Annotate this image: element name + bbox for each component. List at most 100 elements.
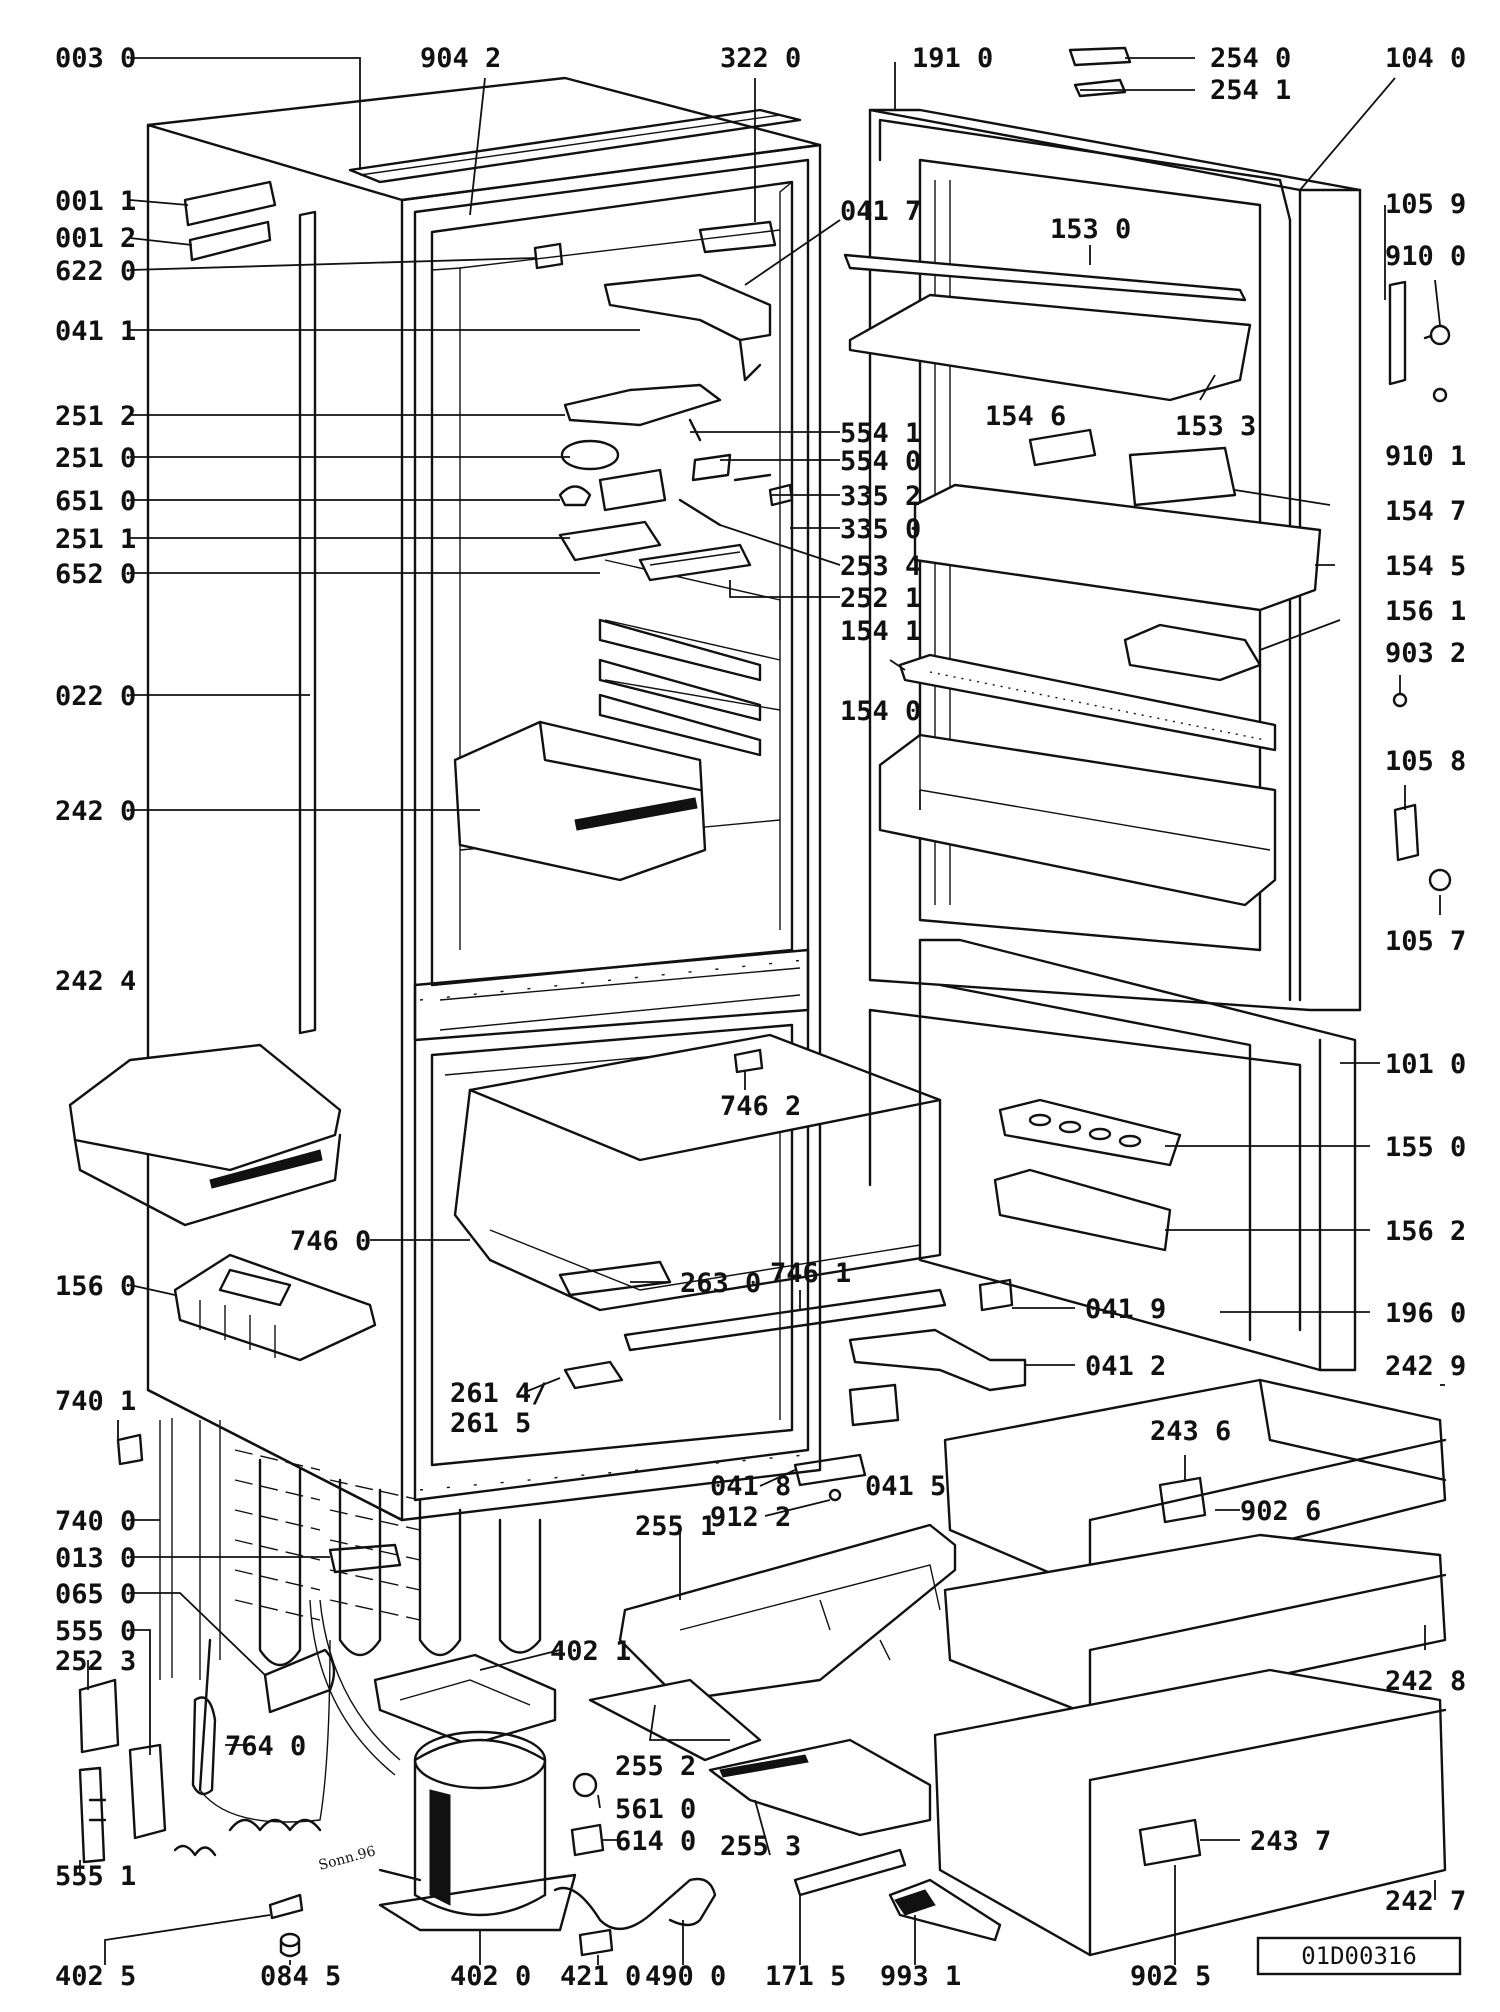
sheet-reference-number: 01D00316: [1301, 1942, 1417, 1970]
callout-252-3: 252 3: [55, 1646, 136, 1677]
callout-903-2: 903 2: [1385, 638, 1466, 669]
callout-490-0: 490 0: [645, 1961, 726, 1992]
callout-254-0: 254 0: [1210, 43, 1291, 74]
callout-740-1: 740 1: [55, 1386, 136, 1417]
callout-003-0: 003 0: [55, 43, 136, 74]
callout-243-6: 243 6: [1150, 1416, 1231, 1447]
loose-accessories: [68, 180, 377, 1680]
callout-156-1: 156 1: [1385, 596, 1466, 627]
callout-242-8: 242 8: [1385, 1666, 1466, 1697]
callout-041-9: 041 9: [1085, 1294, 1166, 1325]
callout-154-6: 154 6: [985, 401, 1066, 432]
callout-022-0: 022 0: [55, 681, 136, 712]
callout-402-5: 402 5: [55, 1961, 136, 1992]
callout-912-2: 912 2: [710, 1502, 791, 1533]
callout-001-1: 001 1: [55, 186, 136, 217]
callout-153-0: 153 0: [1050, 214, 1131, 245]
callout-746-2: 746 2: [720, 1091, 801, 1122]
callout-746-1: 746 1: [770, 1258, 851, 1289]
callout-171-5: 171 5: [765, 1961, 846, 1992]
sheet-reference-box: 01D00316: [1256, 1936, 1462, 1976]
rear-cooling-assembly: [78, 1420, 717, 1958]
callout-041-2: 041 2: [1085, 1351, 1166, 1382]
cabinet-body: [146, 76, 822, 1522]
callout-764-0: 764 0: [225, 1731, 306, 1762]
callout-746-0: 746 0: [290, 1226, 371, 1257]
callout-252-1: 252 1: [840, 583, 921, 614]
callout-263-0: 263 0: [680, 1268, 761, 1299]
callout-255-3: 255 3: [720, 1831, 801, 1862]
callout-155-0: 155 0: [1385, 1132, 1466, 1163]
callout-041-5: 041 5: [865, 1471, 946, 1502]
callout-902-6: 902 6: [1240, 1496, 1321, 1527]
callout-labels: 003 0 904 2 322 0 191 0 254 0 104 0 254 …: [55, 43, 1466, 1992]
callout-242-9: 242 9: [1385, 1351, 1466, 1382]
callout-001-2: 001 2: [55, 223, 136, 254]
callout-242-4: 242 4: [55, 966, 136, 997]
draftsman-signature: Sonn.96: [317, 1843, 378, 1874]
callout-041-1: 041 1: [55, 316, 136, 347]
callout-154-5: 154 5: [1385, 551, 1466, 582]
callout-421-0: 421 0: [560, 1961, 641, 1992]
callout-251-1: 251 1: [55, 524, 136, 555]
callout-322-0: 322 0: [720, 43, 801, 74]
callout-154-1: 154 1: [840, 616, 921, 647]
callout-554-1: 554 1: [840, 418, 921, 449]
callout-402-1: 402 1: [550, 1636, 631, 1667]
fridge-door: [843, 46, 1362, 1012]
callout-101-0: 101 0: [1385, 1049, 1466, 1080]
callout-555-0: 555 0: [55, 1616, 136, 1647]
callout-065-0: 065 0: [55, 1579, 136, 1610]
callout-013-0: 013 0: [55, 1543, 136, 1574]
callout-153-3: 153 3: [1175, 411, 1256, 442]
callout-105-8: 105 8: [1385, 746, 1466, 777]
freezer-interior-parts: [453, 1033, 947, 1390]
door-hardware: [1388, 280, 1452, 892]
callout-105-7: 105 7: [1385, 926, 1466, 957]
callout-335-0: 335 0: [840, 514, 921, 545]
callout-651-0: 651 0: [55, 486, 136, 517]
callout-251-0: 251 0: [55, 443, 136, 474]
callout-910-1: 910 1: [1385, 441, 1466, 472]
callout-156-2: 156 2: [1385, 1216, 1466, 1247]
callout-555-1: 555 1: [55, 1861, 136, 1892]
leader-lines: [79, 57, 1445, 1965]
callout-261-5: 261 5: [450, 1408, 531, 1439]
drawers-and-shelves: [588, 1378, 1447, 1957]
callout-191-0: 191 0: [912, 43, 993, 74]
callout-156-0: 156 0: [55, 1271, 136, 1302]
callout-614-0: 614 0: [615, 1826, 696, 1857]
callout-261-4: 261 4/: [450, 1378, 548, 1409]
callout-402-0: 402 0: [450, 1961, 531, 1992]
callout-196-0: 196 0: [1385, 1298, 1466, 1329]
callout-251-2: 251 2: [55, 401, 136, 432]
callout-255-2: 255 2: [615, 1751, 696, 1782]
callout-993-1: 993 1: [880, 1961, 961, 1992]
callout-740-0: 740 0: [55, 1506, 136, 1537]
callout-154-0: 154 0: [840, 696, 921, 727]
callout-561-0: 561 0: [615, 1794, 696, 1825]
callout-041-7: 041 7: [840, 196, 921, 227]
callout-242-0: 242 0: [55, 796, 136, 827]
callout-105-9: 105 9: [1385, 189, 1466, 220]
callout-104-0: 104 0: [1385, 43, 1466, 74]
callout-554-0: 554 0: [840, 446, 921, 477]
callout-904-2: 904 2: [420, 43, 501, 74]
callout-335-2: 335 2: [840, 481, 921, 512]
callout-253-4: 253 4: [840, 551, 921, 582]
upper-interior-parts: [453, 220, 794, 882]
callout-622-0: 622 0: [55, 256, 136, 287]
callout-910-0: 910 0: [1385, 241, 1466, 272]
callout-084-5: 084 5: [260, 1961, 341, 1992]
callout-041-8: 041 8: [710, 1471, 791, 1502]
callout-242-7: 242 7: [1385, 1886, 1466, 1917]
freezer-door: [793, 938, 1357, 1502]
callout-255-1: 255 1: [635, 1511, 716, 1542]
callout-254-1: 254 1: [1210, 75, 1291, 106]
callout-243-7: 243 7: [1250, 1826, 1331, 1857]
callout-154-7: 154 7: [1385, 496, 1466, 527]
callout-902-5: 902 5: [1130, 1961, 1211, 1992]
callout-652-0: 652 0: [55, 559, 136, 590]
